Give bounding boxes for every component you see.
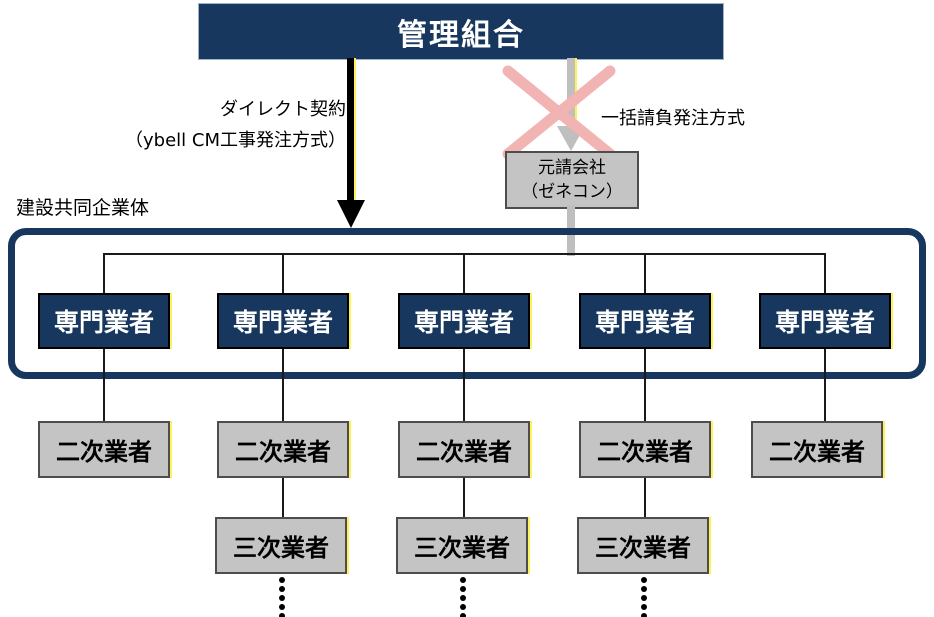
secondary-label-1: 二次業者 [56,438,152,466]
connector-horizontal-line [104,253,826,255]
spec-sec-line-2 [282,349,284,421]
general-contractor-label-line1: 元請会社 [538,158,606,178]
direct-contract-label-line2: （ybell CM工事発注方式） [125,130,346,151]
bulk-order-label: 一括請負発注方式 [601,108,745,129]
joint-venture-group-frame [8,228,926,379]
spec-sec-line-4 [644,349,646,421]
connector-stub-2 [282,253,284,293]
tertiary-label-3: 三次業者 [595,534,691,562]
tertiary-box-1: 三次業者 [215,517,347,574]
spec-sec-line-1 [103,349,105,421]
sec-ter-line-2 [463,478,465,517]
connector-stub-4 [644,253,646,293]
tertiary-box-3: 三次業者 [577,517,709,574]
ellipsis-dots-3 [640,577,648,617]
secondary-box-1: 二次業者 [38,421,170,478]
tertiary-label-1: 三次業者 [233,534,329,562]
specialist-label-1: 専門業者 [53,308,154,337]
crossed-out-x-icon [502,65,616,160]
secondary-label-2: 二次業者 [235,438,331,466]
spec-sec-line-3 [463,349,465,421]
specialist-label-3: 専門業者 [413,308,514,337]
connector-stub-1 [103,253,105,293]
secondary-label-4: 二次業者 [597,438,693,466]
direct-contract-label: ダイレクト契約 （ybell CM工事発注方式） [58,94,346,156]
sec-ter-line-1 [282,478,284,517]
ellipsis-dots-2 [459,577,467,617]
specialist-box-4: 専門業者 [579,293,711,349]
direct-contract-arrow-shaft [347,58,354,202]
specialist-label-5: 専門業者 [774,308,875,337]
specialist-label-4: 専門業者 [594,308,695,337]
secondary-box-3: 二次業者 [398,421,530,478]
connector-stub-3 [463,253,465,293]
direct-contract-arrow-head [337,200,365,228]
tertiary-box-2: 三次業者 [396,517,528,574]
bulk-order-arrow-shaft [567,58,575,128]
direct-contract-label-line1: ダイレクト契約 [220,99,346,120]
secondary-label-5: 二次業者 [769,438,865,466]
general-contractor-box: 元請会社 （ゼネコン） [505,151,639,209]
secondary-label-3: 二次業者 [416,438,512,466]
secondary-box-2: 二次業者 [217,421,349,478]
specialist-box-1: 専門業者 [38,293,170,349]
specialist-box-2: 専門業者 [217,293,349,349]
joint-venture-label: 建設共同企業体 [16,197,150,219]
specialist-label-2: 専門業者 [232,308,333,337]
sec-ter-line-3 [644,478,646,517]
secondary-box-4: 二次業者 [579,421,711,478]
ellipsis-dots-1 [278,577,286,617]
management-association-box: 管理組合 [198,3,724,60]
specialist-box-5: 専門業者 [759,293,891,349]
secondary-box-5: 二次業者 [751,421,883,478]
tertiary-label-2: 三次業者 [414,534,510,562]
general-contractor-label-line2: （ゼネコン） [521,182,623,202]
spec-sec-line-5 [824,349,826,421]
specialist-box-3: 専門業者 [398,293,530,349]
connector-stub-5 [824,253,826,293]
management-association-label: 管理組合 [397,17,525,53]
